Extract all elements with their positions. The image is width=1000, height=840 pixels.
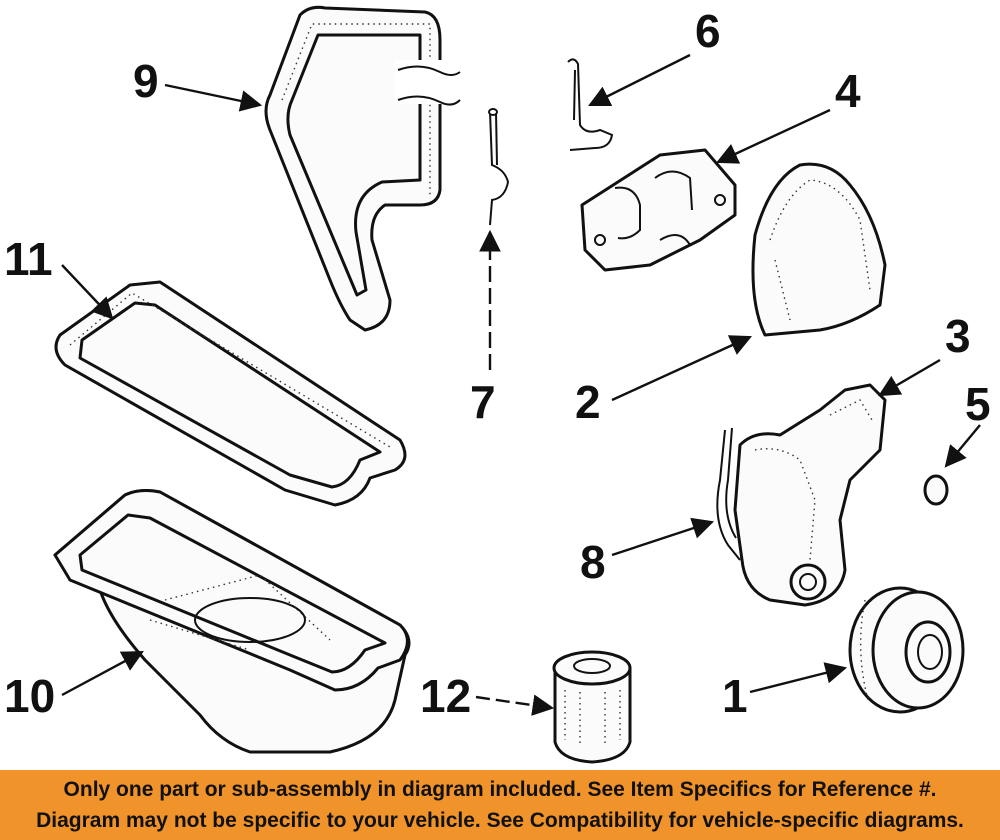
oil-pump-assembly-part: [716, 383, 887, 607]
disclaimer-line-2: Diagram may not be specific to your vehi…: [36, 809, 964, 832]
leader-11: [61, 264, 114, 320]
leader-12: [475, 694, 555, 716]
callout-8: 8: [580, 536, 606, 588]
disclaimer-line-1: Only one part or sub-assembly in diagram…: [63, 778, 937, 801]
leader-6: [588, 53, 691, 107]
callout-6: 6: [695, 5, 721, 57]
leader-3: [878, 358, 941, 397]
dipstick-tube-part: [567, 58, 614, 151]
callout-3: 3: [945, 310, 971, 362]
upper-timing-cover-part: [751, 162, 887, 337]
leader-4: [716, 108, 831, 164]
leader-9: [164, 83, 263, 112]
callout-10: 10: [4, 670, 55, 722]
leader-10: [61, 650, 144, 697]
timing-belt-part: [264, 5, 461, 332]
callout-12: 12: [420, 670, 471, 722]
callout-9: 9: [133, 55, 159, 107]
leader-lines: [61, 53, 981, 716]
callout-7: 7: [470, 376, 496, 428]
oil-filter-part: [552, 650, 632, 764]
callout-11: 11: [4, 233, 53, 285]
leader-5: [944, 424, 981, 468]
oil-pan-gasket-part: [54, 280, 407, 507]
leader-8: [611, 517, 715, 557]
leader-1: [749, 662, 848, 694]
disclaimer-banner: Only one part or sub-assembly in diagram…: [0, 770, 1000, 840]
dipstick-part: [488, 108, 510, 226]
plug-part: [923, 474, 949, 506]
callout-4: 4: [835, 65, 861, 117]
callout-5: 5: [965, 378, 991, 430]
leader-2: [611, 335, 752, 402]
parts-diagram: 9 6 4 11 7 2 3 5 8 10 12 1: [4, 5, 991, 764]
callouts: 9 6 4 11 7 2 3 5 8 10 12 1: [4, 5, 991, 722]
callout-1: 1: [722, 670, 748, 722]
oil-pan-part: [53, 489, 411, 754]
crank-pulley-part: [848, 586, 965, 714]
callout-2: 2: [575, 376, 601, 428]
timing-bracket-part: [580, 148, 737, 272]
